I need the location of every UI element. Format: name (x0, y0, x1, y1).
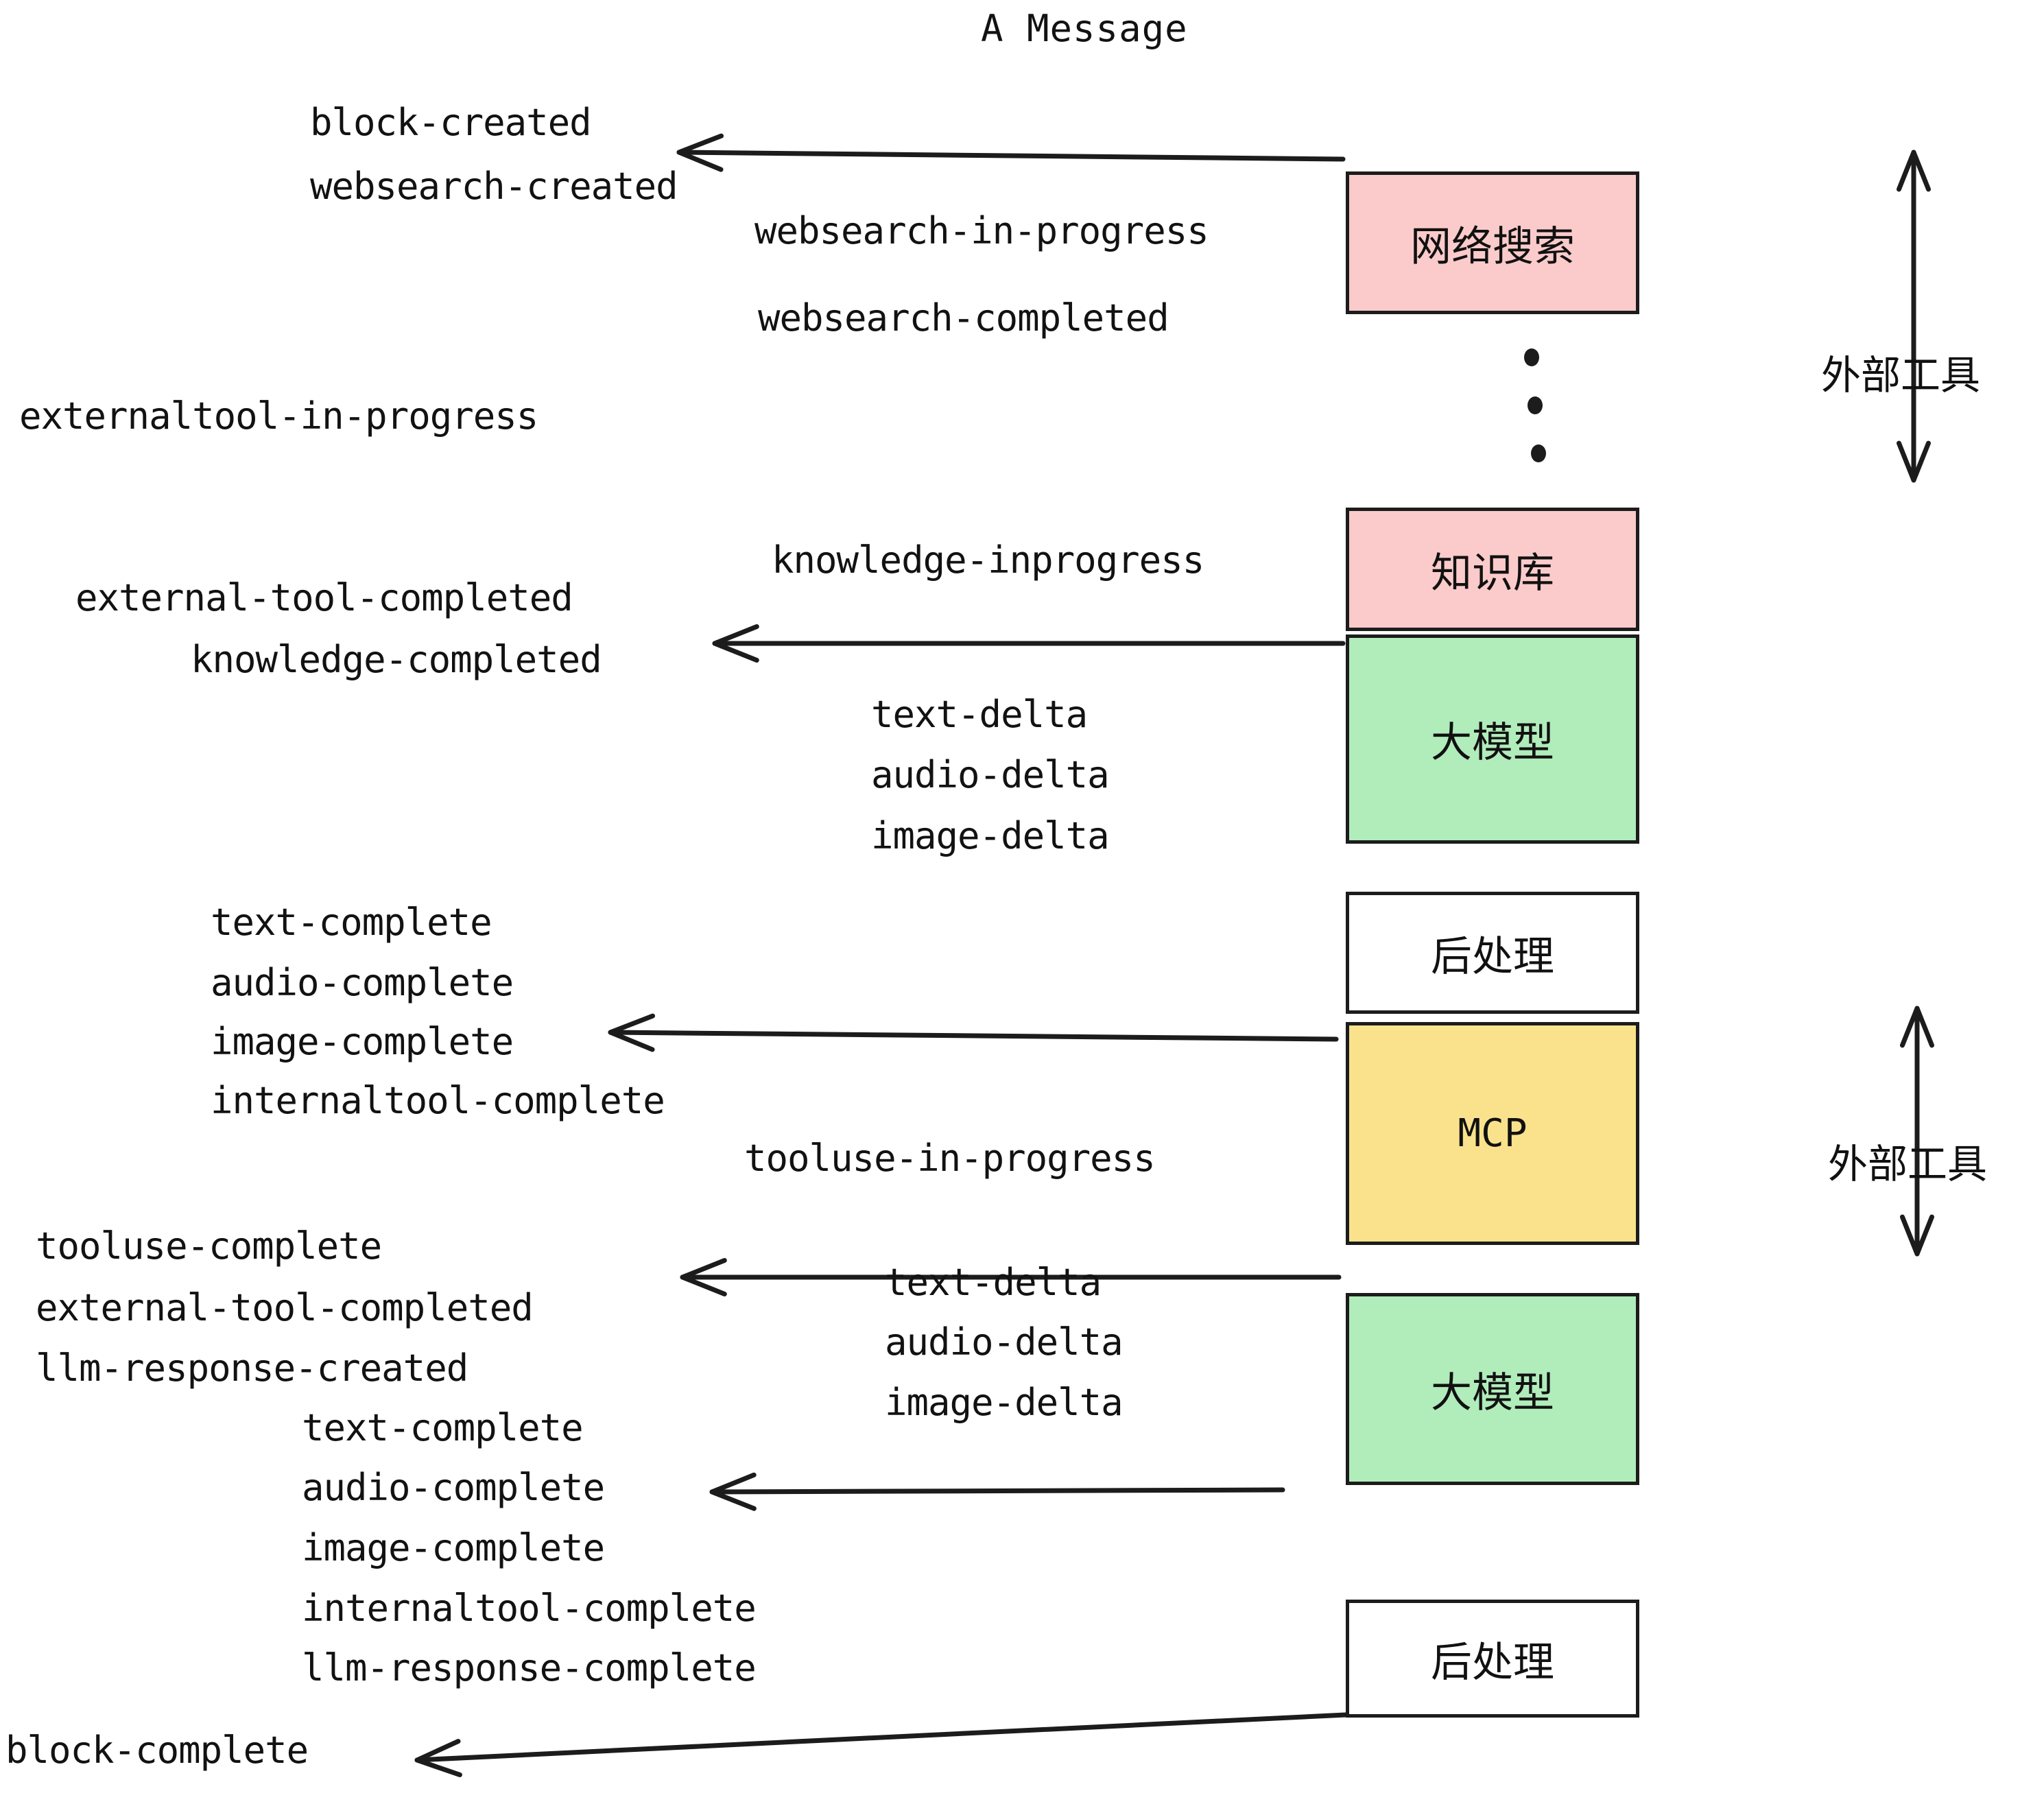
event-audio-delta-1: audio-delta (871, 753, 1110, 796)
arrow-knowledge-done-head (712, 624, 759, 663)
ellipsis-dot-1 (1524, 348, 1539, 366)
event-knowledge-inprogress: knowledge-inprogress (772, 538, 1204, 582)
zone-label-external-tools-bottom: 外部工具 (1828, 1141, 1988, 1187)
event-websearch-in-progress: websearch-in-progress (754, 209, 1209, 252)
event-audio-delta-2: audio-delta (885, 1320, 1124, 1364)
external-tools-arrow-top-head-down (1896, 440, 1932, 483)
ellipsis-dot-2 (1528, 396, 1543, 414)
box-llm-1: 大模型 (1346, 634, 1639, 844)
box-label: 知识库 (1431, 549, 1554, 597)
zone-label-external-tools-top: 外部工具 (1821, 352, 1981, 399)
box-label: 网络搜索 (1410, 222, 1575, 271)
box-label: 后处理 (1431, 1638, 1554, 1687)
event-llm-response-created: llm-response-created (36, 1346, 468, 1390)
box-websearch: 网络搜索 (1346, 171, 1639, 314)
event-tooluse-in-progress: tooluse-in-progress (744, 1137, 1156, 1180)
event-image-delta-2: image-delta (885, 1381, 1124, 1424)
event-text-delta-1: text-delta (871, 693, 1088, 736)
event-llm-response-complete: llm-response-complete (302, 1646, 757, 1689)
event-internaltool-complete-2: internaltool-complete (302, 1587, 757, 1630)
box-postprocess-1: 后处理 (1346, 892, 1639, 1014)
external-tools-arrow-top-head-up (1896, 150, 1932, 192)
arrow-block-complete-shaft (414, 1712, 1348, 1763)
event-tooluse-complete: tooluse-complete (36, 1224, 382, 1268)
event-text-delta-2: text-delta (885, 1261, 1102, 1304)
event-websearch-created: websearch-created (310, 165, 678, 208)
event-block-created: block-created (310, 101, 592, 144)
event-externaltool-in-progress: externaltool-in-progress (19, 394, 538, 438)
event-audio-complete-2: audio-complete (302, 1466, 605, 1509)
arrow-tooluse-complete-head (680, 1258, 727, 1296)
event-external-tool-completed-2: external-tool-completed (36, 1286, 534, 1329)
event-block-complete: block-complete (5, 1729, 309, 1772)
box-postprocess-2: 后处理 (1346, 1600, 1639, 1718)
event-knowledge-completed: knowledge-completed (191, 638, 602, 681)
box-label: 大模型 (1431, 719, 1554, 767)
box-label: 大模型 (1431, 1368, 1554, 1417)
box-label: 后处理 (1431, 932, 1554, 981)
box-llm-2: 大模型 (1346, 1293, 1639, 1485)
event-audio-complete-1: audio-complete (211, 961, 514, 1004)
arrow-block-created-head (676, 133, 724, 172)
arrow-audio-complete-shaft (709, 1487, 1285, 1495)
event-external-tool-completed-1: external-tool-completed (75, 576, 573, 619)
box-knowledge: 知识库 (1346, 508, 1639, 631)
external-tools-arrow-bottom-head-down (1899, 1214, 1935, 1257)
event-text-complete-1: text-complete (211, 901, 492, 944)
ellipsis-dot-3 (1531, 444, 1546, 462)
event-image-complete-2: image-complete (302, 1526, 605, 1569)
arrow-block-created-shaft (676, 150, 1346, 162)
page-title: A Message (981, 7, 1188, 50)
box-mcp: MCP (1346, 1022, 1639, 1245)
arrow-image-complete-head (608, 1013, 656, 1052)
event-internaltool-complete-1: internaltool-complete (211, 1079, 665, 1122)
event-image-complete-1: image-complete (211, 1020, 514, 1063)
event-text-complete-2: text-complete (302, 1406, 584, 1449)
event-websearch-completed: websearch-completed (758, 296, 1169, 340)
box-label: MCP (1458, 1111, 1528, 1156)
arrow-image-complete-shaft (608, 1030, 1339, 1042)
arrow-block-complete-head (414, 1739, 462, 1777)
event-image-delta-1: image-delta (871, 814, 1110, 857)
external-tools-arrow-bottom-head-up (1899, 1006, 1935, 1048)
arrow-audio-complete-head (709, 1472, 757, 1511)
